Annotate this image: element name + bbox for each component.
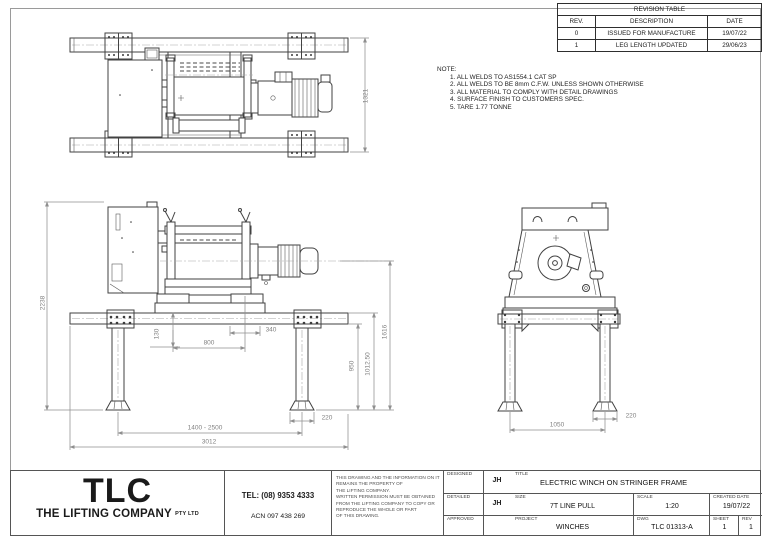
dim-front-leg-span: 1400 - 2500 [187,424,223,432]
company-logo-cell: TLC THE LIFTING COMPANY PTY LTD [11,471,224,535]
title-label: TITLE [515,472,529,477]
disclaimer-text: THIS DRAWING AND THE INFORMATION ON IT R… [336,475,440,519]
size-label: SIZE [515,495,526,500]
rev-label: REV [742,517,752,522]
revision-table: REVISION TABLE REV. DESCRIPTION DATE 0 I… [557,3,762,52]
dim-plan-frame-width: 1321 [362,88,370,104]
note-item: 2. ALL WELDS TO BE 8mm C.F.W. UNLESS SHO… [450,81,644,88]
signoff-cell: DESIGNED JH DETAILED JH APPROVED [443,471,513,535]
dwg-value: TLC 01313-A [651,524,693,531]
size-scale-row: SIZE 7T LINE PULL SCALE 1:20 CREATED DAT… [512,493,762,515]
project-label: PROJECT [515,517,538,522]
dim-front-motor-offset: 340 [265,326,277,334]
note-item: 5. TARE 1.77 TONNE [450,103,512,111]
notes-heading: NOTE: [437,66,457,73]
title-row: TITLE ELECTRIC WINCH ON STRINGER FRAME [512,471,762,493]
designed-value: JH [492,477,502,484]
revision-desc: ISSUED FOR MANUFACTURE [595,27,708,40]
revision-col-date: DATE [707,15,762,28]
plan-view-drawing [69,32,369,158]
dim-side-leg-span: 1050 [549,421,565,429]
note-item: 1. ALL WELDS TO AS1554.1 CAT SP [450,73,557,81]
project-value: WINCHES [555,524,590,531]
revision-date: 29/06/23 [707,39,762,52]
sheet-value: 1 [722,524,727,531]
designed-row: DESIGNED JH [444,471,513,493]
rev-value: 1 [749,524,753,531]
company-acn: ACN 097 438 269 [250,513,306,520]
dim-front-drum-width: 800 [203,339,215,347]
scale-value: 1:20 [665,503,679,510]
dim-front-overall-height: 2238 [39,295,47,311]
dim-front-leg-clear: 950 [348,360,356,372]
dim-front-beam-offset: 130 [153,328,161,340]
revision-table-header: REV. DESCRIPTION DATE [557,15,762,28]
notes-block: NOTE: 1. ALL WELDS TO AS1554.1 CAT SP 2.… [437,66,644,111]
approved-row: APPROVED [444,515,513,535]
revision-rev: 1 [557,39,596,52]
project-dwg-row: PROJECT WINCHES DWG TLC 01313-A SHEET 1 … [512,515,762,535]
revision-row: 1 LEG LENGTH UPDATED 29/06/23 [557,39,762,52]
disclaimer-cell: THIS DRAWING AND THE INFORMATION ON IT R… [331,471,443,535]
front-view-drawing [44,201,394,450]
company-name-suffix: PTY LTD [175,511,199,517]
created-date-value: 19/07/22 [722,503,751,510]
side-view-drawing [497,202,621,433]
dim-front-centre-height: 1616 [381,324,389,340]
approved-label: APPROVED [447,517,474,522]
revision-col-desc: DESCRIPTION [595,15,708,28]
detailed-label: DETAILED [447,495,471,500]
scale-label: SCALE [637,495,653,500]
dim-side-foot-width: 220 [625,412,637,420]
company-name-text: THE LIFTING COMPANY [36,508,172,520]
dwg-label: DWG [637,517,649,522]
designed-label: DESIGNED [447,472,473,477]
revision-desc: LEG LENGTH UPDATED [595,39,708,52]
note-item: 3. ALL MATERIAL TO COMPLY WITH DETAIL DR… [450,88,618,96]
company-tel: TEL: (08) 9353 4333 [241,491,315,500]
dim-front-beam-height: 1012.50 [364,352,372,376]
revision-col-rev: REV. [557,15,596,28]
created-date-label: CREATED DATE [713,495,750,500]
company-logo: TLC [82,472,153,510]
revision-rev: 0 [557,27,596,40]
title-block: TLC THE LIFTING COMPANY PTY LTD TEL: (08… [10,470,762,536]
dim-front-foot-width: 220 [321,414,333,422]
revision-row: 0 ISSUED FOR MANUFACTURE 19/07/22 [557,27,762,40]
revision-date: 19/07/22 [707,27,762,40]
detailed-value: JH [492,500,502,507]
detailed-row: DETAILED JH [444,493,513,515]
company-name: THE LIFTING COMPANY PTY LTD [11,508,224,520]
note-item: 4. SURFACE FINISH TO CUSTOMERS SPEC. [450,96,584,103]
size-value: 7T LINE PULL [549,503,595,510]
title-info-cell: TITLE ELECTRIC WINCH ON STRINGER FRAME S… [512,471,762,535]
sheet-label: SHEET [713,517,729,522]
drawing-title: ELECTRIC WINCH ON STRINGER FRAME [540,478,688,487]
revision-table-title: REVISION TABLE [557,3,762,16]
dim-front-overall-width: 3012 [201,438,217,446]
company-contact-cell: TEL: (08) 9353 4333 ACN 097 438 269 [224,471,331,535]
